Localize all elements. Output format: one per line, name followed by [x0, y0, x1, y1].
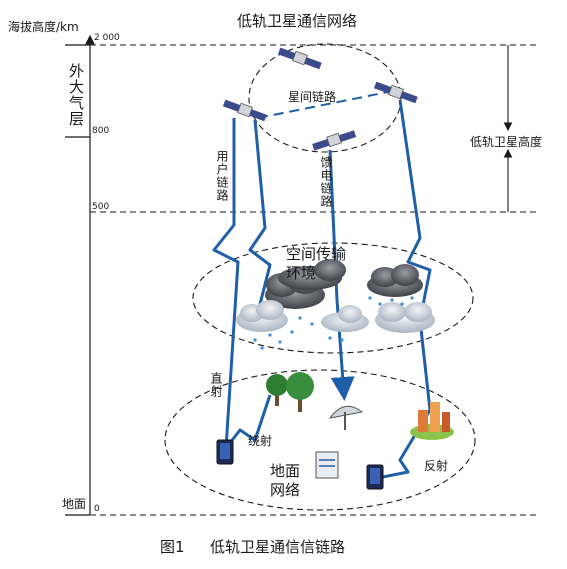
diffraction-label: 绕射	[248, 434, 273, 448]
diffraction-path	[224, 394, 272, 449]
inter-satellite-links	[257, 91, 389, 119]
user-link-second	[248, 119, 272, 313]
cloud-light-right	[375, 302, 435, 333]
reflection-label: 反射	[424, 459, 449, 473]
satellite-left	[222, 99, 267, 122]
ground-network-ellipse	[164, 369, 476, 511]
direct-label: 直射	[209, 372, 223, 398]
y-axis-label: 海拔高度/km	[8, 20, 79, 34]
satellite-right	[373, 81, 418, 104]
user-link-label: 用户链路	[215, 150, 229, 202]
cloud-light-left	[236, 300, 288, 332]
satellite-top	[277, 47, 322, 70]
caption-figure: 图1	[160, 538, 185, 556]
tick-2000: 2 000	[94, 33, 120, 43]
satellite-dish	[328, 405, 364, 430]
user-link-direct	[212, 118, 240, 449]
leo-altitude-label: 低轨卫星高度	[470, 135, 543, 149]
top-title: 低轨卫星通信网络	[237, 12, 358, 30]
inter-satellite-link-label: 星间链路	[288, 90, 337, 104]
trees	[266, 372, 314, 412]
cloud-light-center	[321, 305, 369, 332]
feeder-link-label: 馈电链路	[319, 156, 333, 208]
ground-network-label: 地面网络	[270, 462, 301, 499]
server	[315, 451, 339, 479]
tick-500: 500	[92, 202, 110, 212]
phone-right	[366, 464, 384, 490]
feeder-link	[328, 149, 355, 401]
tick-0: 0	[94, 504, 100, 514]
city-buildings	[410, 402, 454, 440]
axis-ticks	[65, 44, 90, 516]
cloud-dark-top	[278, 259, 346, 290]
ground-label: 地面	[62, 497, 87, 511]
tick-800: 800	[92, 126, 110, 136]
space-environment-label: 空间传输环境	[286, 245, 347, 282]
phone-left	[216, 439, 234, 465]
rain-drops	[253, 296, 414, 350]
satellite-feeder	[312, 130, 357, 151]
cloud-dark-right	[367, 264, 423, 297]
outer-atmosphere-label: 外大气层	[67, 63, 85, 127]
caption-text: 低轨卫星通信信链路	[210, 538, 346, 556]
altitude-dashed-lines	[90, 44, 540, 516]
